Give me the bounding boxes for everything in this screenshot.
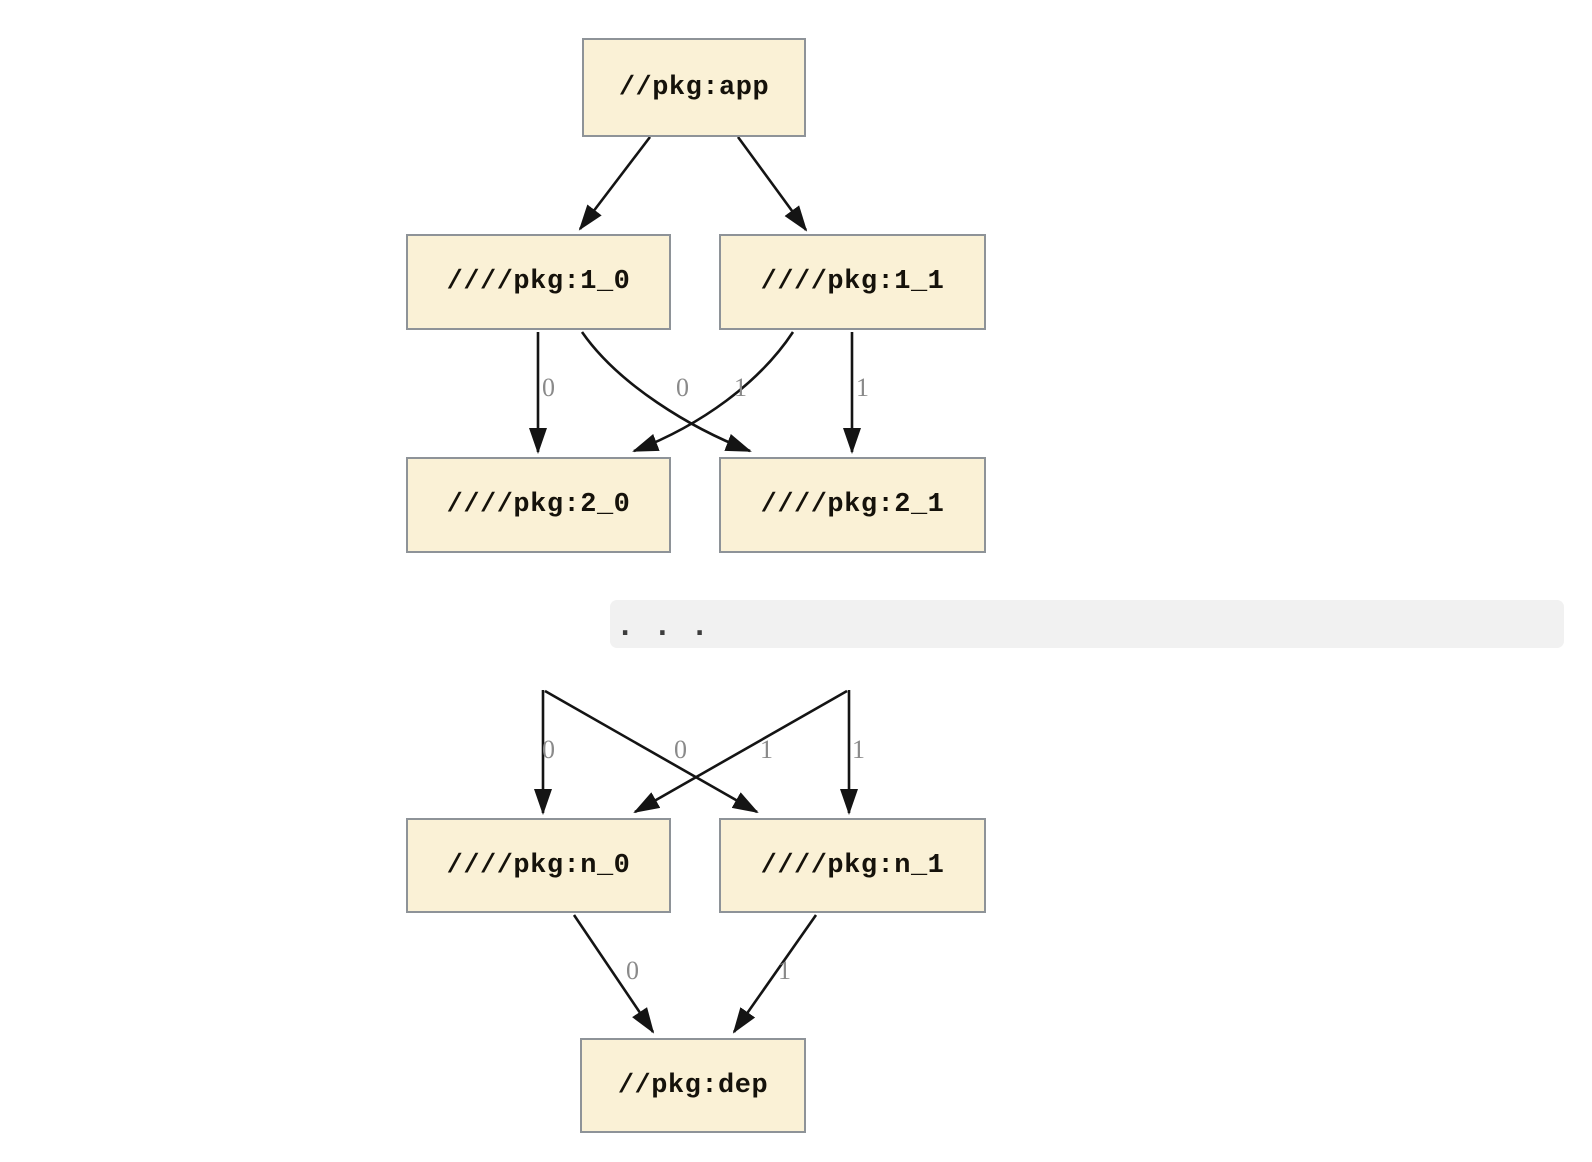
- node-pkg-2_1-label: ////pkg:2_1: [760, 490, 945, 520]
- edge-label-1_1-2_0: 0: [676, 373, 689, 402]
- edge-1_1-to-2_0: [632, 331, 795, 453]
- ellipsis-code-block: ...: [610, 600, 1564, 648]
- edge-ellipsis-to-n_0-cross: [633, 689, 848, 814]
- edge-label-1_0-2_0: 0: [542, 373, 555, 402]
- node-pkg-1_1: ////pkg:1_1: [719, 234, 986, 330]
- node-pkg-1_0: ////pkg:1_0: [406, 234, 671, 330]
- node-pkg-2_0: ////pkg:2_0: [406, 457, 671, 553]
- node-pkg-2_1: ////pkg:2_1: [719, 457, 986, 553]
- edge-1_0-to-2_1: [580, 331, 752, 453]
- node-pkg-1_0-label: ////pkg:1_0: [446, 267, 631, 297]
- node-pkg-1_1-label: ////pkg:1_1: [760, 267, 945, 297]
- edge-app-to-1_1: [736, 136, 808, 232]
- node-pkg-n_1: ////pkg:n_1: [719, 818, 986, 913]
- node-pkg-dep: //pkg:dep: [580, 1038, 806, 1133]
- edge-label-1_0-2_1: 1: [734, 373, 747, 402]
- edge-label-1_1-2_1: 1: [856, 373, 869, 402]
- node-pkg-n_1-label: ////pkg:n_1: [760, 850, 945, 881]
- edge-label-ellipsis-n_0-cross: 0: [674, 735, 687, 764]
- edge-n_0-to-dep: [572, 914, 655, 1034]
- node-pkg-app-label: //pkg:app: [618, 72, 770, 103]
- edge-label-ellipsis-n_0-straight: 0: [542, 735, 555, 764]
- node-pkg-n_0-label: ////pkg:n_0: [446, 850, 631, 881]
- edge-label-n_0-dep: 0: [626, 956, 639, 985]
- edge-label-ellipsis-n_1-cross: 1: [760, 735, 773, 764]
- node-pkg-dep-label: //pkg:dep: [617, 1070, 769, 1101]
- ellipsis-dots: ...: [617, 611, 729, 642]
- edge-n_1-to-dep: [732, 914, 818, 1034]
- edge-app-to-1_0: [578, 136, 652, 231]
- edge-label-ellipsis-n_1-straight: 1: [852, 735, 865, 764]
- edge-ellipsis-to-n_1-cross: [544, 689, 759, 814]
- node-pkg-n_0: ////pkg:n_0: [406, 818, 671, 913]
- node-pkg-2_0-label: ////pkg:2_0: [446, 490, 631, 520]
- node-pkg-app: //pkg:app: [582, 38, 806, 137]
- edge-label-n_1-dep: 1: [778, 956, 791, 985]
